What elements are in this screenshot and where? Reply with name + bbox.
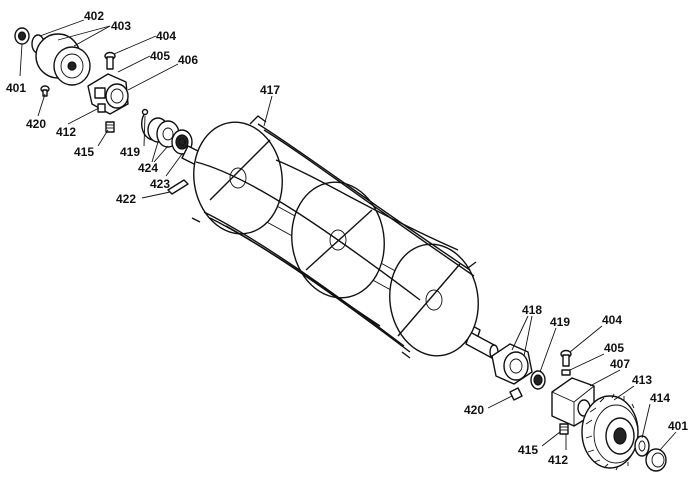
callout-415-left: 415 xyxy=(74,145,94,159)
callout-403: 403 xyxy=(111,19,131,33)
part-414-washer-right xyxy=(634,435,650,457)
part-412-screw-left xyxy=(97,103,106,113)
callout-401-left: 401 xyxy=(6,81,26,95)
part-406-bearing-housing-left xyxy=(87,73,129,115)
leader-lines xyxy=(19,19,677,451)
part-419-circlip-right xyxy=(530,370,546,390)
part-420-pin-left xyxy=(40,85,50,97)
left-end-assembly xyxy=(14,27,193,195)
part-420-pin-right xyxy=(509,387,523,401)
part-401-cap-right xyxy=(645,448,667,472)
callout-422: 422 xyxy=(116,192,136,206)
part-415-nipple-right xyxy=(559,423,569,435)
callout-405-left: 405 xyxy=(150,49,170,63)
callout-401-right: 401 xyxy=(668,419,688,433)
callout-404-left: 404 xyxy=(156,29,176,43)
callout-404-right: 404 xyxy=(602,313,622,327)
callout-labels: 401 402 403 404 405 406 420 412 415 417 … xyxy=(6,9,688,467)
callout-412-left: 412 xyxy=(56,125,76,139)
callout-412-right: 412 xyxy=(548,453,568,467)
part-404-bolt-left xyxy=(104,51,116,70)
part-413-drive-gear xyxy=(581,393,639,471)
part-418-bearings xyxy=(491,343,533,385)
part-405-nut-right xyxy=(561,369,571,376)
callout-423: 423 xyxy=(150,177,170,191)
callout-414: 414 xyxy=(650,391,670,405)
callout-402: 402 xyxy=(84,9,104,23)
part-407-bearing-housing-right xyxy=(551,377,595,427)
part-401-cap-left xyxy=(14,27,30,45)
callout-405-right: 405 xyxy=(604,341,624,355)
callout-419-right: 419 xyxy=(550,315,570,329)
callout-420-right: 420 xyxy=(464,403,484,417)
right-end-assembly xyxy=(491,343,667,472)
part-403-pulley-left xyxy=(35,33,91,86)
part-417-cylinder-reel xyxy=(181,115,499,360)
callout-420-left: 420 xyxy=(26,117,46,131)
part-404-bolt-right xyxy=(560,349,572,367)
callout-419-left: 419 xyxy=(120,145,140,159)
callout-418: 418 xyxy=(522,303,542,317)
callout-406: 406 xyxy=(178,53,198,67)
callout-413: 413 xyxy=(632,373,652,387)
part-415-nipple-left xyxy=(105,121,115,133)
callout-407: 407 xyxy=(610,357,630,371)
callout-415-right: 415 xyxy=(518,443,538,457)
callout-417: 417 xyxy=(260,83,280,97)
part-422-key xyxy=(167,179,189,195)
callout-424: 424 xyxy=(138,161,158,175)
